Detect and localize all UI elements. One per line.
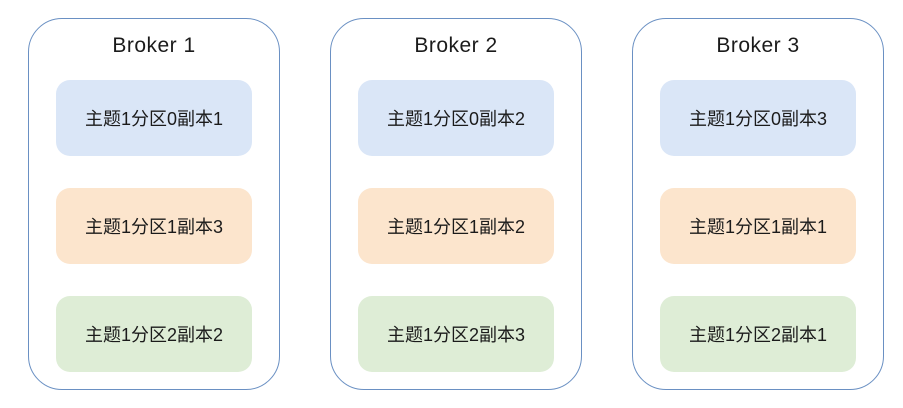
- broker-card-1: Broker 1 主题1分区0副本1 主题1分区1副本3 主题1分区2副本2: [28, 18, 280, 390]
- broker-title: Broker 2: [414, 34, 498, 57]
- broker-card-3: Broker 3 主题1分区0副本3 主题1分区1副本1 主题1分区2副本1: [632, 18, 884, 390]
- replica-box-partition1: 主题1分区1副本1: [660, 188, 856, 264]
- brokers-row: Broker 1 主题1分区0副本1 主题1分区1副本3 主题1分区2副本2 B…: [28, 18, 884, 390]
- broker-title: Broker 3: [716, 34, 800, 57]
- replica-box-partition0: 主题1分区0副本1: [56, 80, 252, 156]
- replica-box-partition1: 主题1分区1副本3: [56, 188, 252, 264]
- replica-stack: 主题1分区0副本2 主题1分区1副本2 主题1分区2副本3: [358, 80, 554, 372]
- replica-box-partition0: 主题1分区0副本2: [358, 80, 554, 156]
- replica-box-partition2: 主题1分区2副本2: [56, 296, 252, 372]
- replica-stack: 主题1分区0副本3 主题1分区1副本1 主题1分区2副本1: [660, 80, 856, 372]
- broker-card-2: Broker 2 主题1分区0副本2 主题1分区1副本2 主题1分区2副本3: [330, 18, 582, 390]
- broker-title: Broker 1: [112, 34, 196, 57]
- replica-box-partition1: 主题1分区1副本2: [358, 188, 554, 264]
- replica-box-partition2: 主题1分区2副本3: [358, 296, 554, 372]
- replica-box-partition2: 主题1分区2副本1: [660, 296, 856, 372]
- replica-stack: 主题1分区0副本1 主题1分区1副本3 主题1分区2副本2: [56, 80, 252, 372]
- replica-box-partition0: 主题1分区0副本3: [660, 80, 856, 156]
